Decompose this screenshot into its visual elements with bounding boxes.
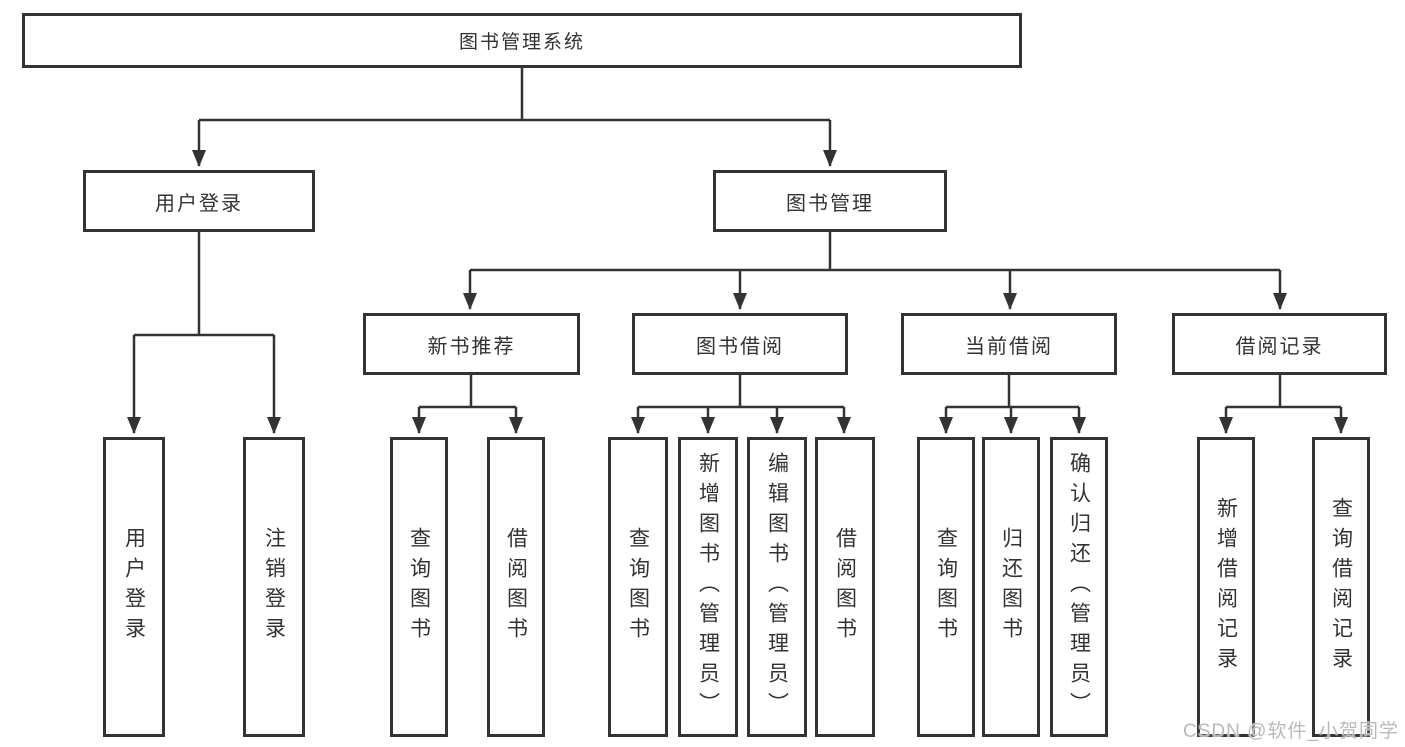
node-leaf-bb-add-books: 新增图书（管理员） — [678, 437, 738, 737]
node-book-mgmt: 图书管理 — [713, 170, 947, 232]
node-book-mgmt-label: 图书管理 — [786, 192, 874, 215]
node-leaf-cb-return-books: 归还图书 — [982, 437, 1040, 737]
node-leaf-br-query-record: 查询借阅记录 — [1312, 437, 1370, 737]
node-leaf-logout: 注销登录 — [243, 437, 305, 737]
node-leaf-br-add-record-label: 新增借阅记录 — [1214, 497, 1238, 677]
node-leaf-user-login-label: 用户登录 — [122, 527, 146, 647]
connector-book-mgmt-trunk — [470, 232, 1280, 272]
node-leaf-bb-borrow-books: 借阅图书 — [815, 437, 875, 737]
node-root-label: 图书管理系统 — [458, 32, 585, 53]
node-leaf-bb-edit-books-label: 编辑图书（管理员） — [765, 452, 789, 722]
node-leaf-logout-label: 注销登录 — [262, 527, 286, 647]
node-leaf-user-login: 用户登录 — [103, 437, 165, 737]
connector-new-books-trunk — [419, 375, 516, 409]
node-leaf-nb-borrow-books-label: 借阅图书 — [504, 527, 528, 647]
node-leaf-bb-query-books: 查询图书 — [608, 437, 668, 737]
node-user-login-label: 用户登录 — [155, 192, 243, 215]
node-book-borrow: 图书借阅 — [632, 313, 848, 375]
node-leaf-cb-confirm-return: 确认归还（管理员） — [1050, 437, 1108, 737]
node-leaf-bb-query-books-label: 查询图书 — [626, 527, 650, 647]
node-new-books-label: 新书推荐 — [427, 335, 516, 358]
node-leaf-nb-query-books: 查询图书 — [390, 437, 448, 737]
node-leaf-bb-add-books-label: 新增图书（管理员） — [696, 452, 720, 722]
node-leaf-br-query-record-label: 查询借阅记录 — [1329, 497, 1353, 677]
connector-root-trunk — [199, 66, 830, 122]
node-leaf-cb-confirm-return-label: 确认归还（管理员） — [1067, 452, 1091, 722]
node-leaf-cb-query-books: 查询图书 — [917, 437, 975, 737]
node-user-login: 用户登录 — [83, 170, 315, 232]
node-current-borrow: 当前借阅 — [901, 313, 1117, 375]
node-book-borrow-label: 图书借阅 — [696, 335, 784, 358]
node-leaf-cb-query-books-label: 查询图书 — [934, 527, 958, 647]
node-new-books: 新书推荐 — [363, 313, 580, 375]
node-leaf-nb-query-books-label: 查询图书 — [407, 527, 431, 647]
node-leaf-cb-return-books-label: 归还图书 — [999, 527, 1023, 647]
connector-user-login-trunk — [134, 232, 274, 337]
node-root: 图书管理系统 — [22, 13, 1022, 68]
csdn-watermark: CSDN @软件_小贺同学 — [1183, 721, 1399, 742]
node-leaf-bb-edit-books: 编辑图书（管理员） — [747, 437, 807, 737]
node-borrow-records: 借阅记录 — [1172, 313, 1387, 375]
connector-current-borrow-trunk — [946, 375, 1079, 409]
node-leaf-br-add-record: 新增借阅记录 — [1197, 437, 1255, 737]
node-leaf-bb-borrow-books-label: 借阅图书 — [833, 527, 857, 647]
connector-borrow-records-trunk — [1226, 375, 1341, 409]
node-current-borrow-label: 当前借阅 — [965, 335, 1053, 358]
node-borrow-records-label: 借阅记录 — [1235, 335, 1324, 358]
connector-book-borrow-trunk — [638, 375, 844, 409]
node-leaf-nb-borrow-books: 借阅图书 — [487, 437, 545, 737]
